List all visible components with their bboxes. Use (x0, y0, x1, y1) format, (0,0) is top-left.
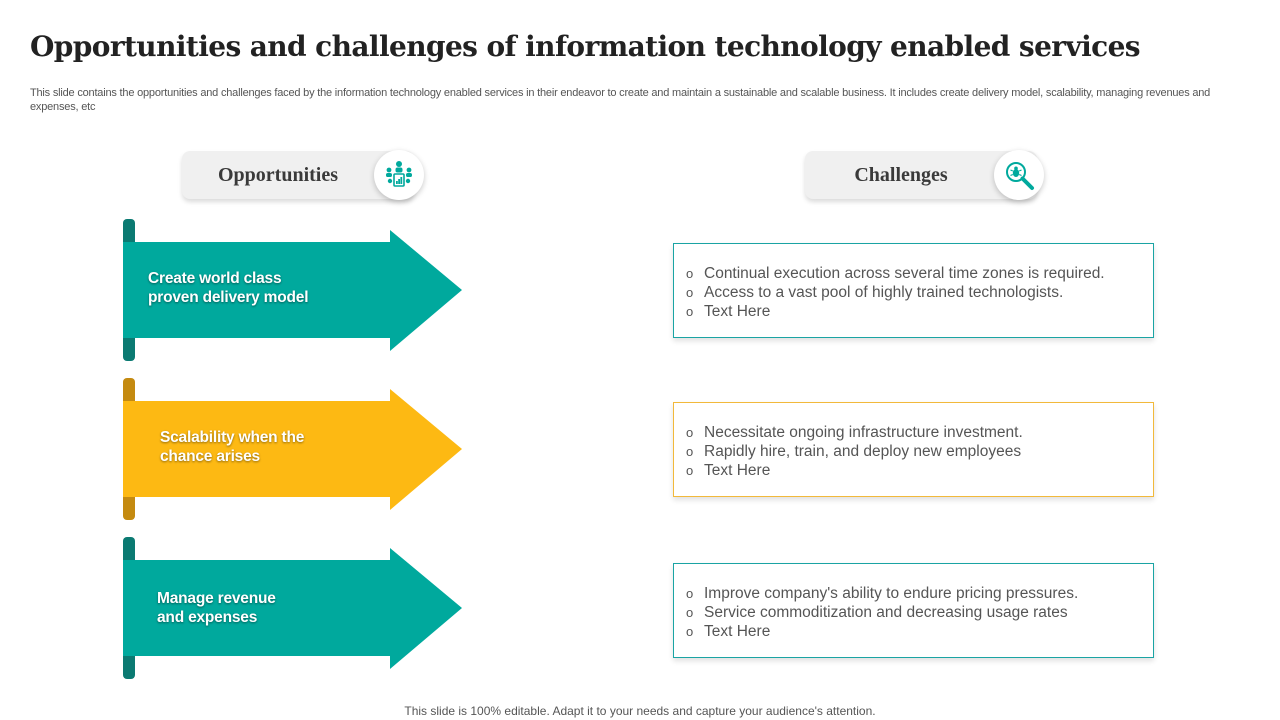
challenge-item: Text Here (686, 461, 1153, 480)
opportunity-label: Create world class proven delivery model (148, 270, 309, 306)
page-subtitle: This slide contains the opportunities an… (30, 87, 1211, 113)
challenge-item: Necessitate ongoing infrastructure inves… (686, 423, 1153, 442)
opportunity-item-2: Scalability when the chance arises (120, 377, 465, 523)
challenge-item: Continual execution across several time … (686, 264, 1153, 283)
challenge-box-1: Continual execution across several time … (673, 243, 1154, 338)
opportunity-item-1: Create world class proven delivery model (120, 218, 465, 364)
arrow-shape (123, 548, 462, 669)
challenges-header-label: Challenges (854, 163, 948, 186)
challenge-item: Rapidly hire, train, and deploy new empl… (686, 442, 1153, 461)
team-growth-icon (374, 150, 424, 200)
arrow-shape (123, 230, 462, 351)
opportunity-label: Scalability when the chance arises (160, 429, 305, 465)
arrow-shape (123, 389, 462, 510)
opportunity-item-3: Manage revenue and expenses (120, 536, 465, 682)
footer-note: This slide is 100% editable. Adapt it to… (404, 704, 876, 718)
opportunities-header-label: Opportunities (217, 163, 339, 186)
challenge-item: Service commoditization and decreasing u… (686, 603, 1153, 622)
challenge-item: Improve company's ability to endure pric… (686, 584, 1153, 603)
challenge-item: Access to a vast pool of highly trained … (686, 283, 1153, 302)
page-title: Opportunities and challenges of informat… (30, 30, 1141, 63)
challenge-item: Text Here (686, 302, 1153, 321)
magnifier-bug-icon (994, 150, 1044, 200)
challenge-box-3: Improve company's ability to endure pric… (673, 563, 1154, 658)
opportunity-label: Manage revenue and expenses (157, 590, 276, 626)
challenge-item: Text Here (686, 622, 1153, 641)
challenge-box-2: Necessitate ongoing infrastructure inves… (673, 402, 1154, 497)
